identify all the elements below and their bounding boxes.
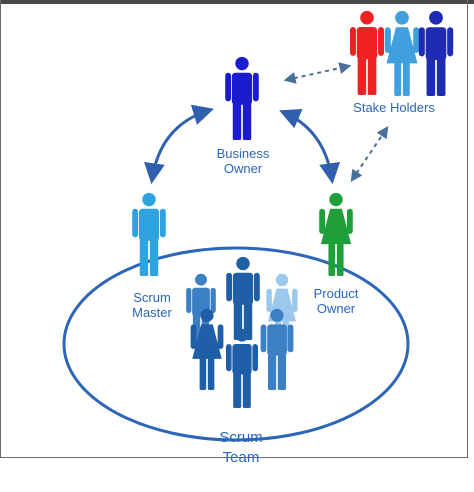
frame-left-border [0, 0, 1, 458]
scrum-team-ellipse [62, 246, 410, 442]
scrum-team-label: Scrum Team [219, 429, 263, 466]
arrow-business-owner-product-owner [279, 108, 341, 185]
scrum-master-figure [132, 192, 166, 276]
arrow-business-owner-stake-holders [283, 62, 352, 84]
arrow-product-owner-stake-holders [350, 126, 389, 182]
team-member-figure [226, 328, 258, 408]
stakeholder-figure-woman [384, 10, 420, 96]
frame-right-border [467, 0, 468, 458]
stake-holders-label: Stake Holders [353, 100, 435, 115]
product-owner-figure [319, 192, 353, 276]
business-owner-figure [225, 56, 259, 140]
frame-bottom-border [0, 457, 468, 458]
product-owner-label: Product Owner [313, 286, 359, 316]
stakeholder-figure-dark [418, 10, 454, 96]
team-member-figure [226, 256, 260, 340]
frame-top-border [0, 0, 474, 4]
business-owner-label: Business Owner [216, 146, 270, 176]
arrow-business-owner-scrum-master [144, 104, 215, 185]
scrum-master-label: Scrum Master [132, 290, 172, 320]
stakeholder-figure-red [350, 10, 384, 95]
